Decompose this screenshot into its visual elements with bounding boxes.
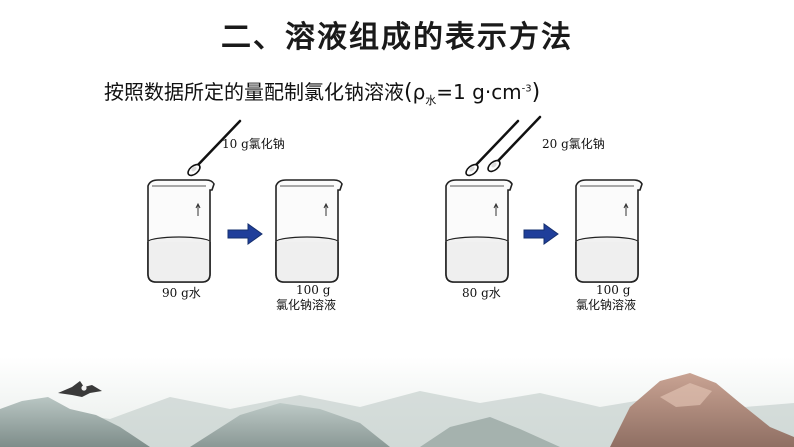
experiment-1: 10 g氯化钠 90 g水 100 g 氯化钠溶液 — [147, 119, 343, 312]
rho-symbol: ρ — [412, 80, 426, 104]
arrow-icon — [227, 223, 263, 245]
water-label-1: 90 g水 — [162, 286, 201, 300]
experiment-2: 20 g氯化钠 80 g水 100 g 氯化钠溶液 — [445, 115, 643, 312]
rho-subscript: 水 — [425, 94, 437, 107]
arrow-icon — [523, 223, 559, 245]
beaker-solution-2 — [575, 179, 643, 283]
water-label-2: 80 g水 — [462, 286, 501, 300]
solute-label-2: 20 g氯化钠 — [542, 136, 605, 151]
solution-mass-label-1: 100 g — [296, 283, 331, 297]
solution-mass-label-2: 100 g — [596, 283, 631, 297]
beaker-water-1 — [147, 179, 215, 283]
density-value: =1 g·cm — [436, 80, 522, 104]
instruction-main: 按照数据所定的量配制氯化钠溶液 — [104, 80, 404, 104]
instruction-text: 按照数据所定的量配制氯化钠溶液(ρ水=1 g·cm-3) — [104, 80, 541, 107]
slide-title: 二、溶液组成的表示方法 — [221, 20, 573, 55]
solute-label-1: 10 g氯化钠 — [222, 136, 285, 151]
density-exponent: -3 — [521, 83, 532, 95]
solution-name-label-2: 氯化钠溶液 — [576, 297, 636, 312]
beaker-solution-1 — [275, 179, 343, 283]
solution-name-label-1: 氯化钠溶液 — [276, 297, 336, 312]
decorative-landscape — [0, 357, 794, 447]
eagle-icon — [58, 381, 102, 397]
beaker-water-2 — [445, 179, 513, 283]
